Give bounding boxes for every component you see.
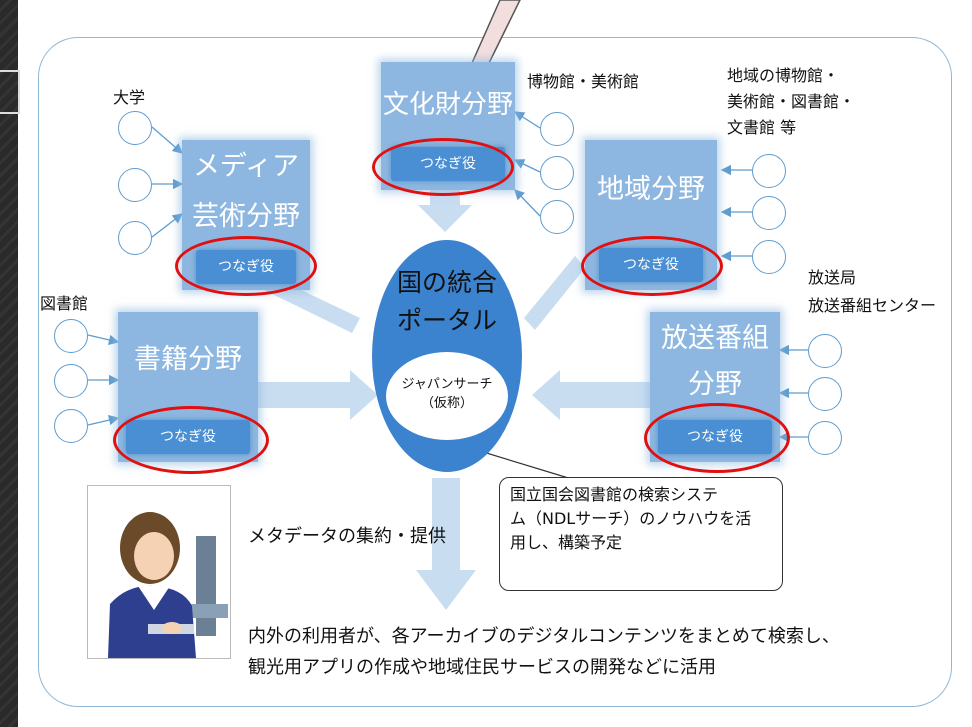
highlight-ring-region [581, 236, 723, 296]
sector-media-title-1: メディア [192, 151, 300, 182]
university-node [118, 111, 152, 145]
portal-title-1: 国の統合 [396, 268, 497, 297]
broadcaster-label-2: 放送番組センター [808, 296, 937, 315]
broadcaster-label-1: 放送局 [808, 268, 857, 287]
regional-node [752, 240, 786, 274]
highlight-ring-books [113, 406, 269, 474]
arrow-portal-down [416, 478, 476, 610]
regional-label-1: 地域の博物館・ [727, 66, 840, 85]
museum-label: 博物館・美術館 [527, 72, 640, 91]
university-node [118, 221, 152, 255]
user-illustration [87, 485, 231, 659]
library-node [54, 409, 88, 443]
ndl-callout: 国立国会図書館の検索システ ム（NDLサーチ）のノウハウを活 用し、構築予定 [499, 477, 783, 591]
usage-line-1: 内外の利用者が、各アーカイブのデジタルコンテンツをまとめて検索し、 [248, 626, 840, 647]
usage-description: 内外の利用者が、各アーカイブのデジタルコンテンツをまとめて検索し、 観光用アプリ… [248, 621, 840, 683]
broadcaster-node [808, 421, 842, 455]
japan-search-label: ジャパンサーチ [401, 377, 493, 392]
callout-line-3: 用し、構築予定 [510, 533, 623, 552]
regional-label-2: 美術館・図書館・ [727, 92, 856, 111]
callout-line-1: 国立国会図書館の検索システ [510, 485, 719, 504]
highlight-ring-broadcast [644, 403, 790, 473]
sector-region-title: 地域分野 [597, 174, 705, 205]
regional-node [752, 154, 786, 188]
portal-title-2: ポータル [396, 306, 497, 335]
university-label: 大学 [113, 88, 146, 107]
slide-bracket [0, 70, 20, 114]
regional-node [752, 196, 786, 230]
national-portal: 国の統合 ポータル ジャパンサーチ （仮称） [372, 240, 522, 472]
arrow-broadcast-to-portal [532, 370, 650, 420]
japan-search-ellipse: ジャパンサーチ （仮称） [386, 352, 508, 440]
metadata-flow-label: メタデータの集約・提供 [248, 526, 446, 547]
university-node [118, 168, 152, 202]
library-label: 図書館 [40, 294, 89, 313]
library-node [54, 319, 88, 353]
arrow-region-to-portal [524, 256, 585, 330]
arrow-books-to-portal [258, 370, 378, 420]
sector-books-title: 書籍分野 [134, 344, 242, 375]
sector-media-title-2: 芸術分野 [192, 201, 300, 232]
sector-broadcast-title-2: 分野 [688, 369, 742, 400]
highlight-ring-culture [372, 138, 514, 196]
japan-search-note: （仮称） [420, 396, 473, 411]
arrow-culture-to-portal [418, 190, 472, 232]
broadcaster-node [808, 334, 842, 368]
highlight-ring-media [175, 236, 317, 296]
sector-culture-title: 文化財分野 [382, 90, 513, 120]
user-at-computer-icon [108, 512, 228, 658]
library-node [54, 364, 88, 398]
museum-node [540, 112, 574, 146]
callout-line-2: ム（NDLサーチ）のノウハウを活 [510, 509, 752, 528]
museum-node [540, 200, 574, 234]
usage-line-2: 観光用アプリの作成や地域住民サービスの開発などに活用 [248, 657, 716, 678]
museum-node [540, 156, 574, 190]
broadcaster-node [808, 377, 842, 411]
sector-broadcast-title-1: 放送番組 [661, 323, 769, 354]
regional-label-3: 文書館 等 [727, 118, 797, 137]
